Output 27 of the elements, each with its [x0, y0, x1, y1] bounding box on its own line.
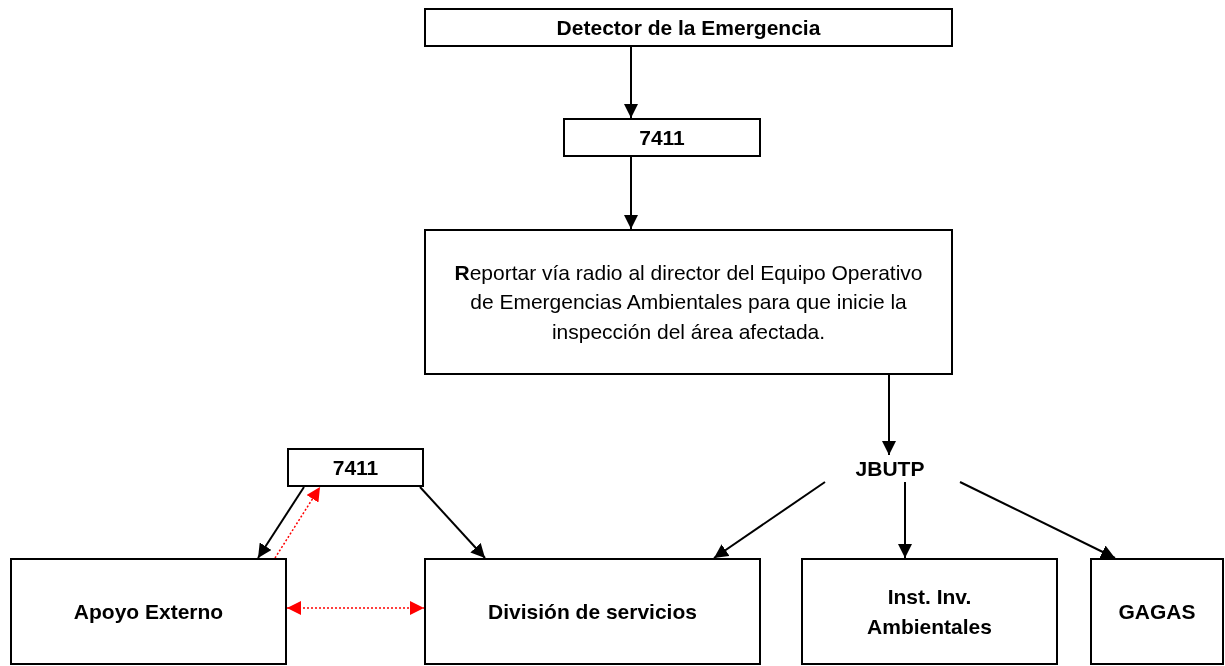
process-box [563, 118, 761, 157]
node-text: Apoyo Externo [72, 598, 225, 625]
node-text: División de servicios [487, 598, 698, 625]
arrow [257, 486, 305, 559]
process-box [287, 448, 424, 487]
process-box [801, 558, 1058, 665]
arrow [713, 481, 826, 559]
arrow [624, 46, 638, 119]
arrow [959, 481, 1116, 559]
process-box [424, 558, 761, 665]
node-text: Inst. Inv. Ambientales [866, 584, 993, 640]
node-text: JBUTP [854, 455, 926, 482]
process-box [10, 558, 287, 665]
node-text: GAGAS [1117, 598, 1197, 625]
node-text: Detector de la Emergencia [555, 14, 822, 41]
process-box [1090, 558, 1224, 665]
node-text: 7411 [638, 124, 686, 151]
node-text: Reportar vía radio al director del Equipo Operativo de Emergencias Ambientales para que inicie la inspección del área afectada. [453, 259, 924, 345]
node-text: 7411 [331, 454, 380, 481]
arrow [624, 156, 638, 230]
arrow [882, 374, 896, 456]
arrow [274, 486, 321, 559]
process-box [424, 229, 953, 375]
arrow [419, 486, 486, 559]
arrow [898, 481, 912, 559]
process-box [424, 8, 953, 47]
arrow [286, 601, 425, 615]
